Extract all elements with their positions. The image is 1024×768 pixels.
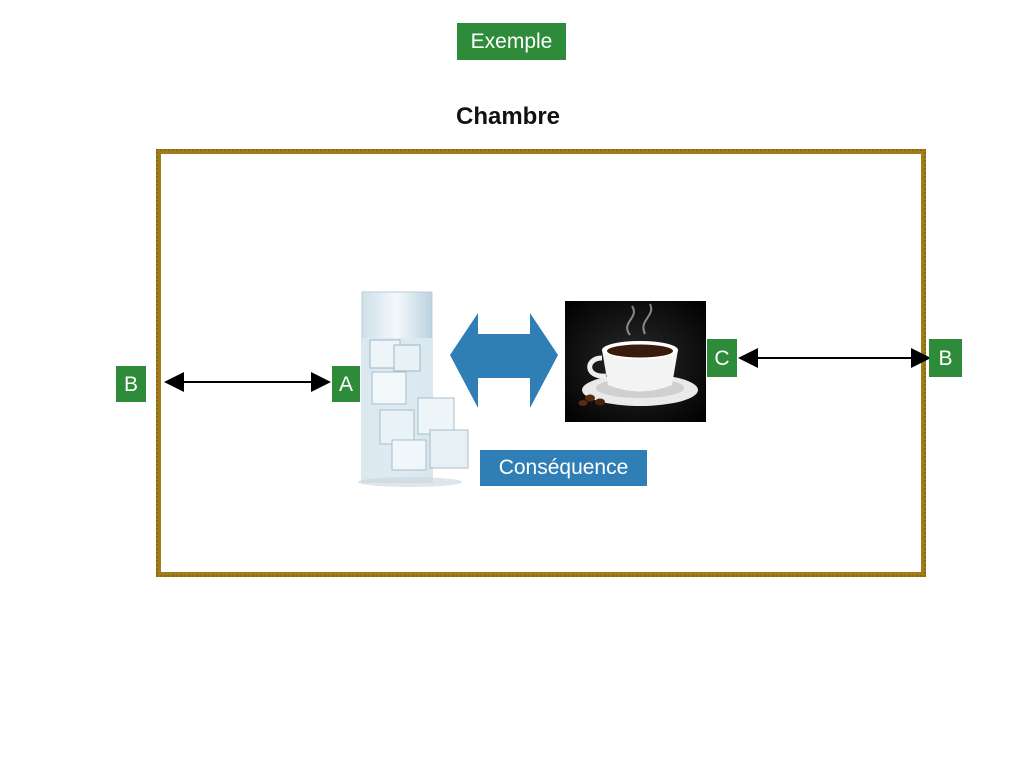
label-c: C bbox=[707, 339, 737, 377]
glass-of-ice-water-image bbox=[358, 291, 469, 487]
label-a: A bbox=[332, 366, 360, 402]
consequence-label: Conséquence bbox=[480, 450, 647, 486]
title-badge: Exemple bbox=[457, 23, 566, 60]
hot-coffee-cup-image bbox=[565, 301, 706, 422]
room-title: Chambre bbox=[455, 103, 561, 130]
bidirectional-block-arrow bbox=[450, 313, 558, 408]
label-b-right: B bbox=[929, 339, 962, 377]
label-b-left: B bbox=[116, 366, 146, 402]
